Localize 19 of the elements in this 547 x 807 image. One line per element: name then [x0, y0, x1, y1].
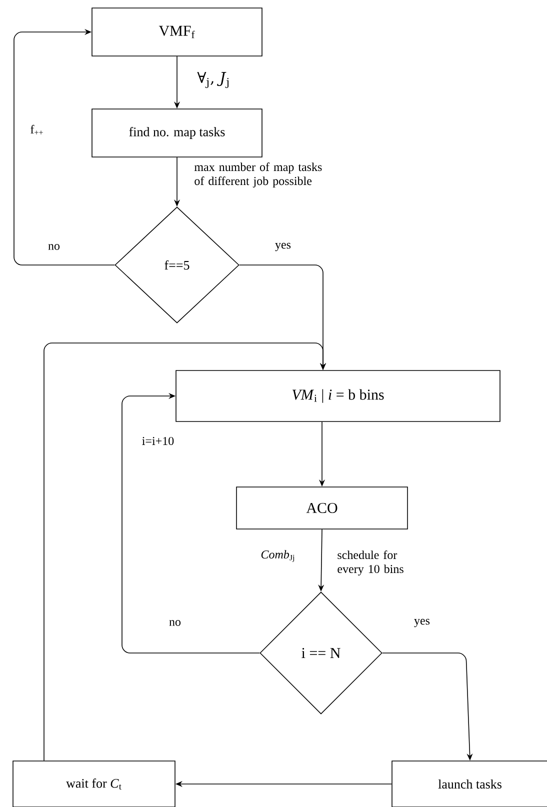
edge-label: no	[169, 620, 181, 626]
process-box: launch tasks	[392, 760, 547, 807]
arrow	[122, 392, 260, 654]
process-box: wait for C$_{t}$	[12, 760, 176, 807]
process-box: VMF$_{f}$	[92, 8, 262, 56]
note-label: f$_{++}$	[30, 124, 43, 134]
edge-label: no	[48, 244, 60, 250]
process-box: VM$_{i}$ | i = b bins	[176, 370, 500, 422]
note-label: i=i+10	[142, 436, 174, 446]
edge-label: ∀$_{j}$, J$_{j}$	[197, 72, 228, 88]
process-box: ACO	[236, 486, 408, 530]
process-box: find no. map tasks	[92, 108, 262, 158]
arrow	[14, 28, 115, 266]
edge-label: schedule for every 10 bins	[338, 550, 404, 576]
note-label: Comb$_{Jj}$	[261, 550, 294, 562]
edge-label: yes	[275, 242, 291, 252]
edge-label: yes	[414, 618, 430, 628]
edge-label: max number of map tasks of different job possible	[194, 162, 322, 188]
arrow	[44, 342, 326, 761]
